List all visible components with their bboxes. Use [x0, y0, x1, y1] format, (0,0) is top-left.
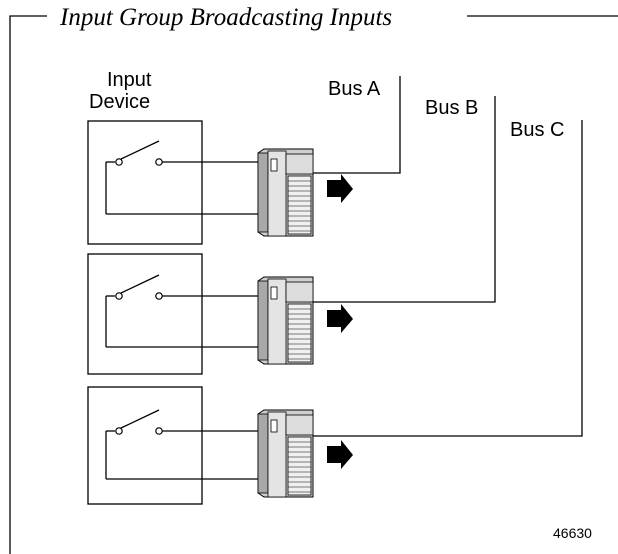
input-device-2 — [87, 253, 258, 375]
input-device-3 — [87, 386, 258, 505]
io-module-3 — [257, 409, 314, 498]
device-box — [87, 386, 203, 505]
io-module-2 — [257, 276, 314, 365]
input-device-label-line1: Input — [107, 69, 152, 91]
input-device-label-line2: Device — [89, 91, 150, 113]
bus-a-line — [313, 76, 401, 174]
bus-b-label: Bus B — [425, 97, 478, 119]
device-box — [87, 120, 203, 245]
switch-icon — [105, 409, 163, 479]
bus-a-label: Bus A — [328, 78, 381, 100]
io-module-1 — [257, 148, 314, 237]
arrow-right-icon — [327, 440, 353, 469]
bus-b-line — [313, 96, 496, 303]
arrow-right-icon — [327, 174, 353, 203]
figure-number: 46630 — [553, 525, 592, 541]
frame-border — [9, 15, 618, 554]
device-box — [87, 253, 203, 375]
diagram-title: Input Group Broadcasting Inputs — [59, 4, 392, 31]
arrow-right-icon — [327, 304, 353, 333]
bus-c-label: Bus C — [510, 119, 564, 141]
switch-icon — [105, 274, 163, 347]
input-device-1 — [87, 120, 258, 245]
bus-c-line — [313, 120, 583, 437]
